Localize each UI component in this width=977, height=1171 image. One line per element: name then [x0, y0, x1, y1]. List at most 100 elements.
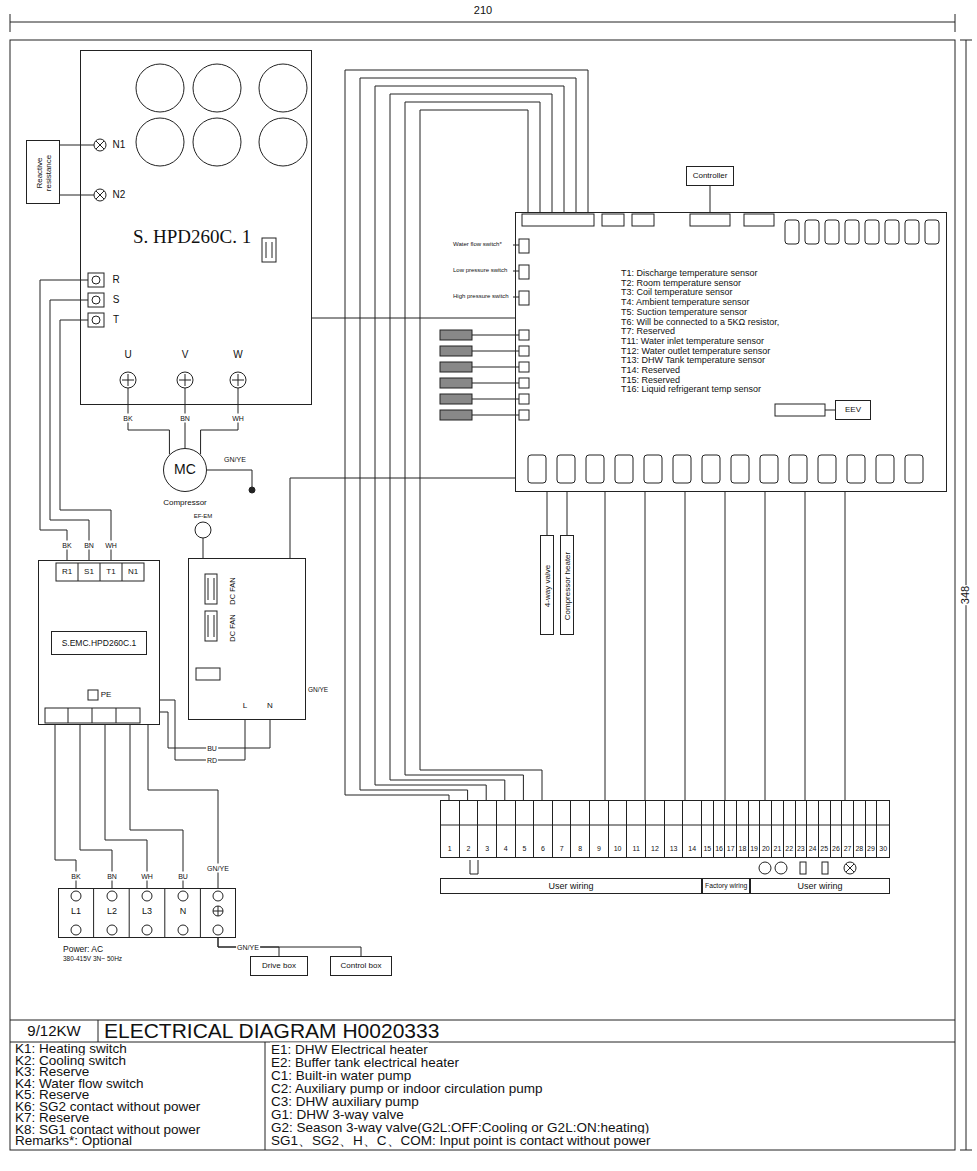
label-slot: K8: SG1 contact without power: [14, 1124, 201, 1136]
terminal-name: V: [181, 349, 190, 361]
terminal-name: L: [242, 701, 248, 711]
wire-color-label: RD: [206, 756, 218, 765]
legend-entry: K7: Reserve: [14, 1112, 90, 1124]
title-slot: ELECTRICAL DIAGRAM H0020333: [104, 1020, 439, 1042]
terminal-number: 24: [809, 844, 817, 857]
node-text: T13: DHW Tank temperature sensor: [621, 356, 779, 366]
connector: [205, 611, 217, 641]
wire: [375, 86, 564, 800]
wire: [710, 186, 711, 212]
terminal-number: 2: [467, 844, 471, 857]
label-slot: 348: [959, 585, 972, 605]
legend-entry: C1: Built-in water pump: [270, 1069, 412, 1082]
capacitor: [259, 64, 307, 112]
terminal-cell: 23: [796, 801, 808, 857]
edge-label-slot: GN/YE: [206, 864, 230, 873]
ground-wire: [207, 470, 252, 487]
sensor-plug: [440, 362, 472, 372]
pump-symbol: [759, 862, 771, 874]
text-flow: User wiring: [441, 879, 701, 893]
wire: [128, 405, 169, 454]
terminal-number: 5: [522, 844, 526, 857]
heater-symbol: [844, 862, 856, 874]
terminal-cell: 10: [609, 801, 628, 857]
relay-terminal: [818, 455, 836, 483]
terminal-name: R: [111, 274, 120, 286]
compressor-motor: MCCompressor: [163, 448, 207, 492]
terminal-number: 20: [762, 844, 770, 857]
legend-entry: K2: Cooling switch: [14, 1055, 127, 1067]
terminal-number: 14: [688, 844, 696, 857]
edge-label-slot: BU: [177, 872, 189, 881]
terminal-cell: 14: [683, 801, 702, 857]
wire-color-label: BK: [122, 414, 133, 423]
node-text: T7: Reserved: [621, 327, 779, 337]
wire-color-label: WH: [104, 541, 118, 550]
node-text: Controller: [693, 171, 728, 181]
label-slot: N: [266, 701, 274, 711]
label-slot: R1: [61, 567, 73, 577]
label-slot: U: [123, 349, 132, 361]
label-slot: K2: Cooling switch: [14, 1055, 127, 1067]
drawing-frame: [10, 40, 955, 1150]
wire: [105, 725, 147, 888]
label-slot: K3: Reserve: [14, 1066, 90, 1078]
terminal-cell: 27: [842, 801, 854, 857]
model-label: 9/12KW: [26, 1022, 81, 1040]
legend-entry: G2: Season 3-way valve(G2L:OFF:Cooling o…: [270, 1121, 650, 1134]
text-flow: Controller: [687, 167, 733, 185]
wire: [405, 102, 540, 800]
connector: [196, 668, 220, 680]
wire-color-label: BU: [177, 872, 189, 881]
legend-entry: E1: DHW Electrical heater: [270, 1043, 429, 1056]
relay-terminal: [845, 220, 859, 244]
switch-label: High pressure switch: [452, 293, 510, 300]
text-slot: MC: [163, 461, 207, 478]
relay-terminal: [905, 455, 923, 483]
label-slot: K6: SG2 contact without power: [14, 1101, 201, 1113]
terminal-cell: 11: [627, 801, 646, 857]
legend-entry: C3: DHW auxiliary pump: [270, 1095, 420, 1108]
wire: [605, 492, 606, 800]
terminal-cell: 4: [497, 801, 516, 857]
terminal-screw: [92, 296, 100, 304]
relay-terminal: [789, 455, 807, 483]
eev-box: EEV: [835, 400, 871, 420]
node-text: Reactive resistance: [35, 142, 53, 204]
text-flow: T1: Discharge temperature sensorT2: Room…: [621, 269, 779, 395]
wire: [201, 405, 238, 454]
terminal-screw: [92, 316, 100, 324]
node-text: Power: AC: [63, 944, 103, 954]
edge-label-slot: RD: [206, 756, 218, 765]
node-text: Compressor heater: [563, 538, 573, 634]
capacitor: [136, 64, 184, 112]
label-slot: K5: Reserve: [14, 1089, 90, 1101]
edge-label-slot: BK: [122, 414, 133, 423]
terminal-number: 8: [578, 844, 582, 857]
text-slot: Power: AC: [63, 944, 103, 954]
terminal-cell: 30: [877, 801, 889, 857]
text-slot: 4-way valve: [543, 538, 553, 634]
connector-pins: [266, 242, 272, 258]
node-text: User wiring: [797, 881, 842, 892]
terminal-screw: [107, 891, 117, 901]
relay-terminal: [528, 455, 546, 483]
wire-color-label: GN/YE: [223, 456, 247, 464]
wire-color-label: BU: [206, 744, 218, 753]
terminal-cell: 24: [807, 801, 819, 857]
wiring-band: User wiring: [440, 878, 702, 894]
terminal-number: 25: [820, 844, 828, 857]
label-slot: V: [181, 349, 190, 361]
inverter-board: S. HPD260C. 1: [80, 50, 312, 405]
terminal-cell: 6: [534, 801, 553, 857]
terminal-cell: 25: [819, 801, 831, 857]
label-slot: PE: [100, 690, 113, 700]
terminal-name: PE: [100, 690, 113, 700]
connector: [522, 214, 594, 226]
terminal-cell: 13: [665, 801, 684, 857]
legend-entry: G1: DHW 3-way valve: [270, 1108, 405, 1121]
edge-label-slot: GN/YE: [236, 943, 260, 952]
terminal-screw: [107, 925, 117, 935]
text-slot: S.EMC.HPD260C.1: [51, 631, 147, 655]
label-slot: E2: Buffer tank electrical heater: [270, 1056, 460, 1069]
